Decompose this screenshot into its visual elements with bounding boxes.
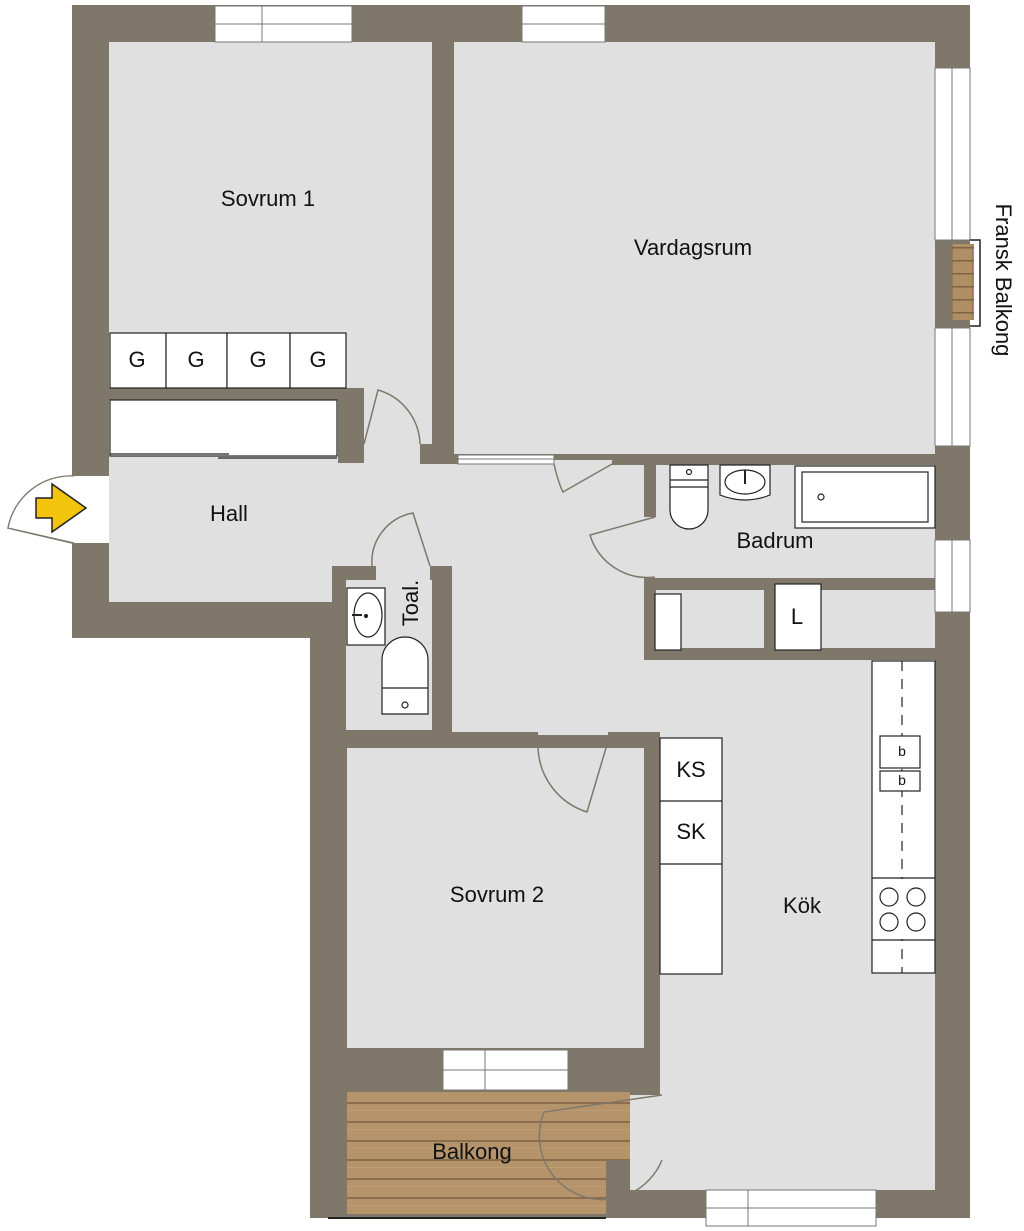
room-label-badrum: Badrum	[736, 528, 814, 553]
wardrobes	[109, 332, 347, 459]
wardrobe-label: G	[309, 347, 327, 372]
sink-mark: b	[898, 772, 906, 788]
sink-mark: b	[898, 743, 906, 759]
laundry-label: L	[790, 604, 804, 629]
badrum-fixtures	[654, 464, 936, 651]
room-label-sovrum2: Sovrum 2	[449, 882, 545, 907]
toal-fixtures	[346, 587, 429, 715]
room-label-fransk-balkong: Fransk Balkong	[991, 203, 1016, 357]
balcony	[328, 1092, 630, 1219]
room-label-balkong: Balkong	[432, 1139, 512, 1164]
fridge-label: KS	[676, 757, 706, 782]
french-balcony	[952, 239, 981, 327]
room-label-sovrum1: Sovrum 1	[220, 186, 316, 211]
windows	[214, 5, 971, 1227]
wardrobe-label: G	[249, 347, 267, 372]
room-label-toal: Toal.	[398, 579, 423, 627]
room-label-hall: Hall	[210, 501, 248, 526]
wardrobe-label: G	[128, 347, 146, 372]
entry-arrow-icon	[35, 482, 88, 534]
freezer-label: SK	[676, 819, 706, 844]
wardrobe-label: G	[187, 347, 205, 372]
room-label-vardagsrum: Vardagsrum	[633, 235, 753, 260]
kok-fixtures	[659, 660, 936, 975]
room-label-kok: Kök	[783, 893, 821, 918]
